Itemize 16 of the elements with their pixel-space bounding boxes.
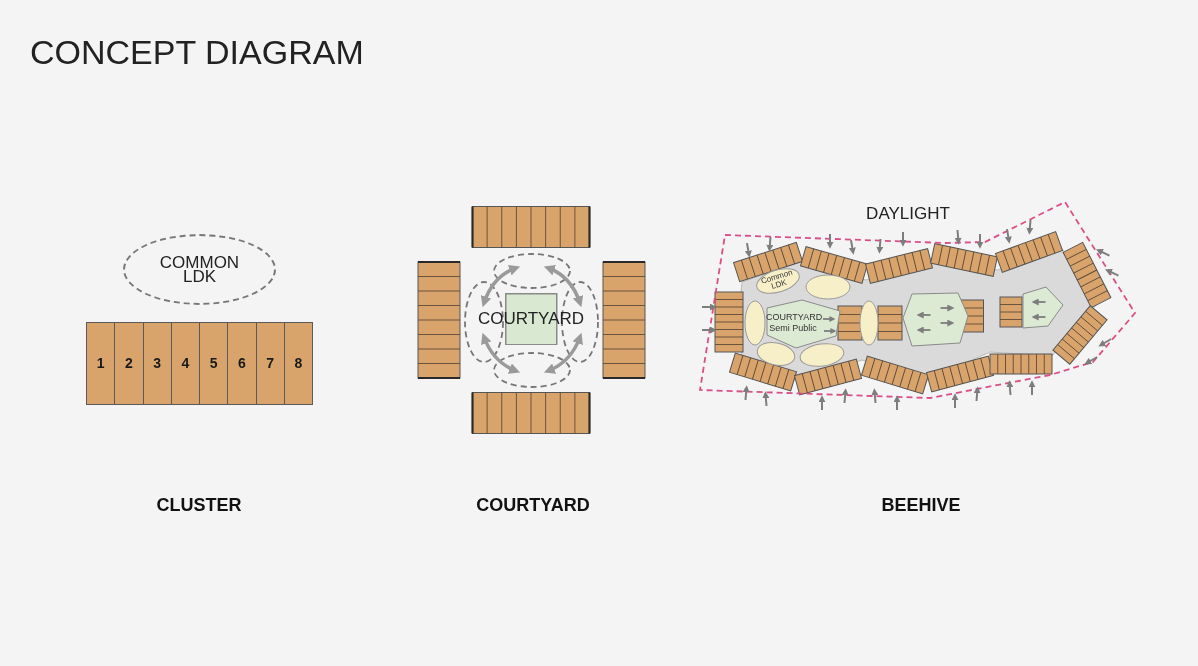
scheme-caption: CLUSTER xyxy=(156,494,242,516)
daylight-label: DAYLIGHT xyxy=(866,204,950,224)
common-area-ellipse: COMMON LDK xyxy=(123,234,276,305)
housing-unit: 1 xyxy=(86,322,116,405)
courtyard-hexagon: COURTYARD Semi Public xyxy=(765,299,842,349)
housing-unit: 4 xyxy=(170,322,200,405)
scheme-caption: BEEHIVE xyxy=(881,494,961,516)
common-room-ellipse: Common LDK xyxy=(754,265,802,297)
housing-unit: 7 xyxy=(255,322,285,405)
housing-unit: 3 xyxy=(142,322,172,405)
housing-unit: 6 xyxy=(227,322,257,405)
housing-unit: 2 xyxy=(114,322,144,405)
scheme-caption: COURTYARD xyxy=(476,494,590,516)
housing-unit: 8 xyxy=(283,322,313,405)
housing-unit: 5 xyxy=(199,322,229,405)
diagram-title: CONCEPT DIAGRAM xyxy=(30,32,364,72)
